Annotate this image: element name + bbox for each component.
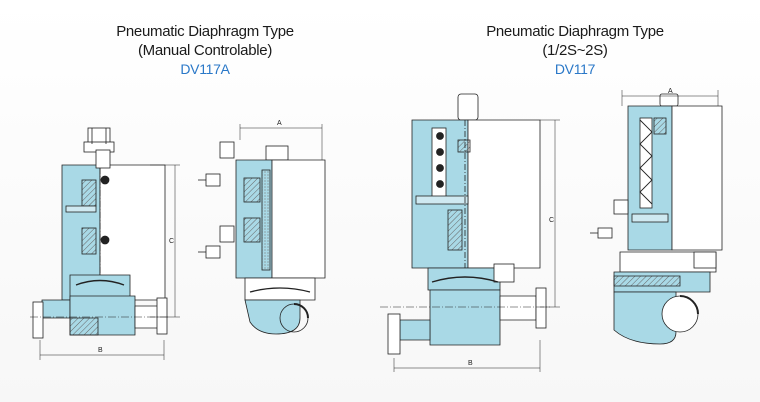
dim-a-label: A bbox=[668, 88, 673, 95]
diagram-title-manual: Pneumatic Diaphragm Type (Manual Control… bbox=[40, 22, 370, 79]
dim-a-label: A bbox=[277, 120, 282, 127]
model-code: DV117A bbox=[180, 61, 230, 77]
title-line2: (1/2S~2S) bbox=[542, 42, 608, 59]
valve-front-section-dv117a bbox=[30, 127, 180, 360]
dim-c-label: C bbox=[549, 217, 554, 224]
valve-side-section-dv117a bbox=[198, 124, 326, 335]
diagram-title-standard: Pneumatic Diaphragm Type (1/2S~2S) DV117 bbox=[410, 22, 740, 79]
dim-b-label: B bbox=[98, 347, 103, 354]
dim-c-label: C bbox=[169, 238, 174, 245]
valve-front-section-dv117 bbox=[380, 93, 560, 372]
title-line1: Pneumatic Diaphragm Type bbox=[486, 23, 664, 40]
title-line1: Pneumatic Diaphragm Type bbox=[116, 23, 294, 40]
model-code: DV117 bbox=[554, 61, 596, 77]
dim-b-label: B bbox=[468, 360, 473, 367]
title-line2: (Manual Controlable) bbox=[137, 42, 273, 59]
valve-side-section-dv117 bbox=[590, 90, 723, 345]
